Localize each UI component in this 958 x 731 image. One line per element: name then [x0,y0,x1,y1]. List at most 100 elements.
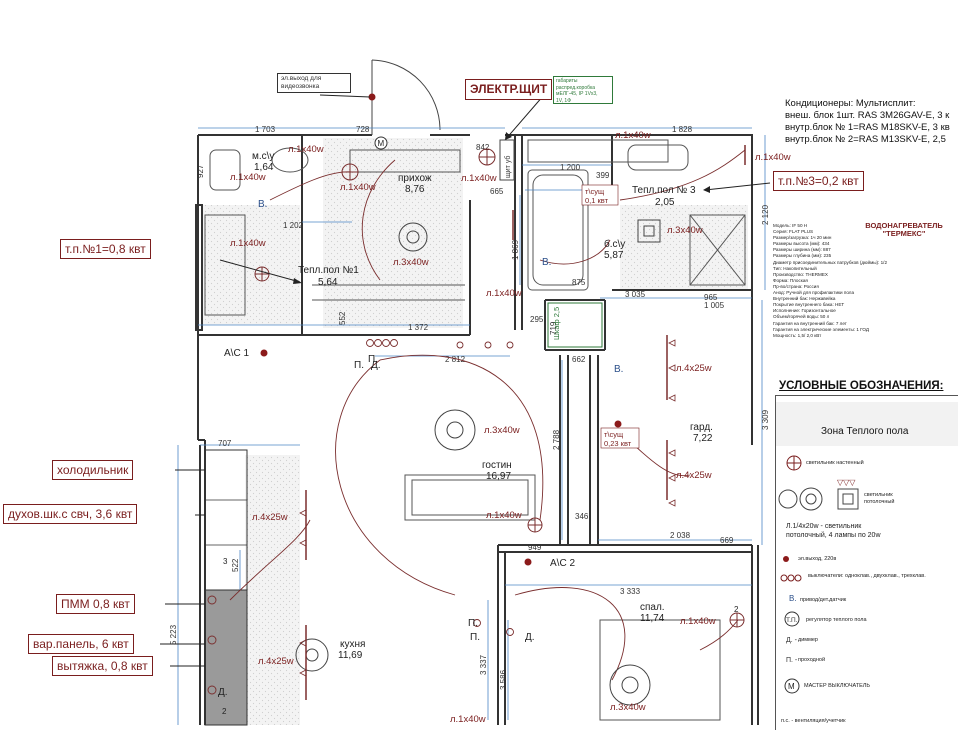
outlet [368,93,376,101]
dim-1828: 1 828 [672,125,693,134]
legend-zone: Зона Теплого пола [776,402,958,446]
wall-lamp-wc [341,163,359,181]
water-heater-spec-line: Серия: FLAT PLUS [773,229,814,235]
dim-949: 949 [528,543,542,552]
dimension-texts: 1 703 728 1 828 1 200 399 665 1 202 875 … [169,125,770,690]
room-name-bedroom: спал. [640,602,665,613]
dim-927: 927 [196,164,205,178]
lamp-label: л.1х40w [755,152,791,163]
room-area-tp1: 5,64 [318,277,338,288]
legend-symbols: ▽▽▽ В. Т.П. Д. - П. - М [778,455,859,694]
svg-text:П.: П. [354,360,364,371]
oven-callout: духов.шк.с свч, 3,6 квт [3,504,138,524]
svg-text:В.: В. [614,364,623,375]
dim-2120: 2 120 [761,204,770,225]
kitchen-counter [204,449,248,591]
svg-text:2: 2 [734,605,739,614]
lamp-label: л.1х40w [230,172,266,183]
svg-text:Шкаф 2,5: Шкаф 2,5 [552,307,561,340]
svg-text:М: М [378,139,385,148]
room-name-kitchen: кухня [340,639,365,650]
dim-728: 728 [356,125,370,134]
kitchen-cabinet-block [204,589,248,726]
svg-text:М: М [788,682,795,691]
room-name-tp3: Тепл.пол № 3 [632,185,696,196]
tp1-callout: т.п.№1=0,8 квт [60,239,151,259]
outlet [524,558,532,566]
dim-719: 719 [549,321,558,335]
legend-square-lamp-icon [837,488,859,510]
legend-item: привод/дет.датчик [800,597,847,603]
lamp-label: л.3х40w [484,425,520,436]
water-heater-spec-line: Анод: Ручной для профилактики пола [773,290,855,296]
lamp-bath-square [637,219,661,243]
legend-item: светильник настенный [806,460,864,466]
dim-3333: 3 333 [620,587,641,596]
legend-box: Зона Теплого пола ▽▽▽ В. Т.П. Д. - П. - … [775,395,958,730]
lamp-label: л.1х40w [486,288,522,299]
electric-panel [499,139,515,181]
pmm-callout: ПММ 0,8 квт [56,594,135,614]
lamp-label: л.3х40w [667,225,703,236]
dim-3337: 3 337 [479,654,488,675]
legend-item: проходной [798,657,826,663]
dim-707: 707 [218,439,232,448]
legend-item: п.с. - вентиляция/учетчик [781,718,846,724]
wall-lamp-tp1 [254,266,270,282]
dim-3586: 3 586 [499,669,508,690]
fridge-callout: холодильник [52,460,134,480]
dim-875: 875 [572,278,586,287]
room-labels: м.с\у 1,64 прихож 8,76 Тепл.пол №1 5,64 … [252,151,713,661]
legend-item: диммер [798,637,818,643]
room-area-wc: 1,64 [254,162,274,173]
svg-text:Д.: Д. [218,687,228,698]
room-area-kitchen: 11,69 [338,650,363,661]
dim-1200: 1 200 [560,163,581,172]
hood-callout: вытяжка, 0,8 квт [52,656,153,676]
lamp-label: л.3х40w [393,257,429,268]
switch-symbols [207,339,514,695]
warm-floor-bath [620,205,748,290]
electric-panel-label: ЭЛЕКТР.ЩИТ [465,79,553,100]
dim-842: 842 [476,143,490,152]
svg-text:П.: П. [470,632,480,643]
water-heater-spec-line: Форма: Плоская [773,277,808,283]
panel-mark: щит уб [504,156,512,178]
lamp-label: л.3х40w [610,702,646,713]
svg-text:П.: П. [368,354,378,365]
entrance-door [371,59,441,135]
dimension-lines [177,127,766,725]
warm-floor-zones [200,138,748,725]
linear-fixtures [305,145,746,700]
lamp-label: л.1х40w [461,173,497,184]
water-heater-spec-line: Покрытие внутреннего бака: НЕТ [773,302,845,308]
legend-item: эл.выход, 220в [798,556,837,562]
room-area-bedroom: 11,74 [640,613,665,624]
dim-3035: 3 035 [625,290,646,299]
warm-floor-kitchen [245,455,300,725]
lamp-labels: л.1х40w л.1х40w л.1х40w л.1х40w л.1х40w … [230,130,791,725]
room-area-gard: 7,22 [693,433,713,444]
leader-lines [160,87,771,667]
legend-item: светильник потолочный [864,492,895,505]
water-heater-spec-line: Размер/загрузка: 1ч 20 мин [773,235,832,241]
ac-note: Кондиционеры: Мультисплит: внеш. блок 1ш… [785,98,950,145]
lamp-bedroom [609,664,651,706]
legend-title: УСЛОВНЫЕ ОБОЗНАЧЕНИЯ: [779,380,944,392]
intercom-callout: эл.выход для видеозвонка [277,73,351,93]
dim-346: 346 [575,512,589,521]
dim-295: 295 [530,315,544,324]
lamp-label: л.1х40w [450,714,486,725]
outlet [614,420,622,428]
room-name-bath: б.с\у [604,238,625,250]
panel-note: габариты распред.коробка мЕЛГ-45, IP 1Vx… [553,76,613,104]
ac-unit-1: A\C 1 [224,348,249,359]
bathroom-fixtures [204,139,746,316]
dim-399: 399 [596,171,610,180]
lamp-label: л.4х25w [676,470,712,481]
lamp-label: л.1х40w [288,144,324,155]
ac-unit-2: A\C 2 [550,558,575,569]
arrowheads [293,132,710,284]
